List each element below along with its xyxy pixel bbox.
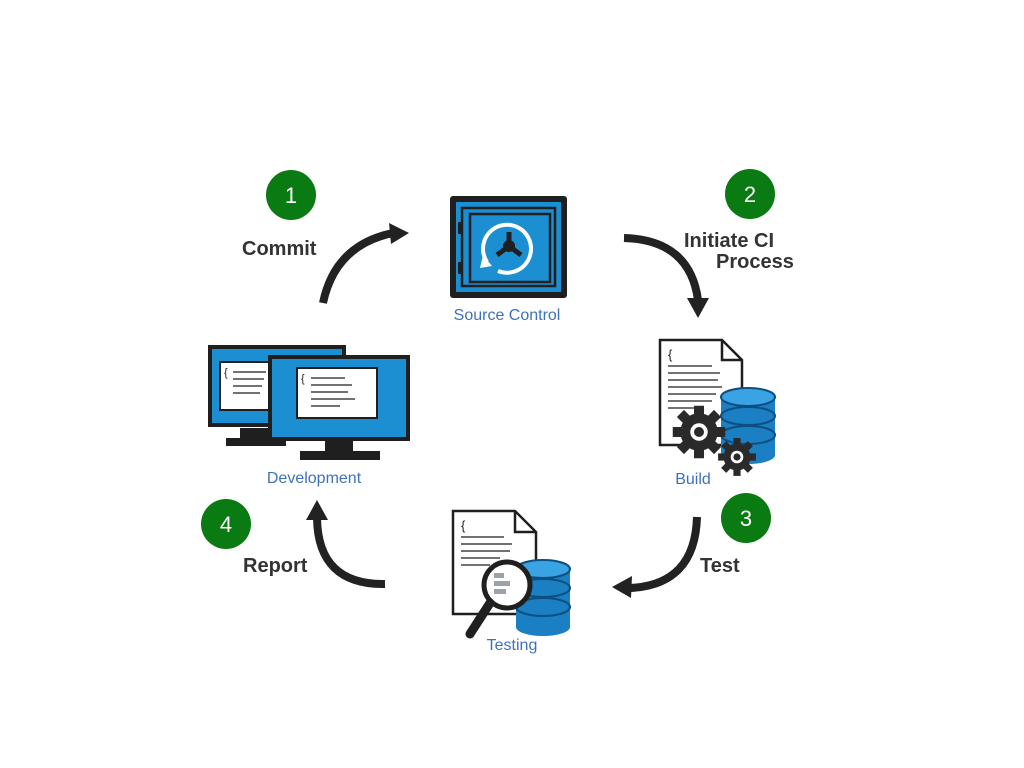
arrow-commit xyxy=(319,223,409,304)
dual-monitor-code-icon: { { xyxy=(208,345,410,460)
document-gears-database-icon: { xyxy=(658,338,776,476)
step-1-label: Commit xyxy=(242,238,317,260)
step-3-label: Test xyxy=(700,555,740,577)
svg-text:{: { xyxy=(461,518,466,533)
step-1-badge: 1 xyxy=(266,170,316,220)
arrow-test xyxy=(612,516,701,598)
svg-text:{: { xyxy=(224,367,228,379)
document-magnifier-database-icon: { xyxy=(451,509,571,639)
step-2-label-line2: Process xyxy=(716,251,794,273)
testing-node: { Testing xyxy=(451,509,571,654)
step-2-number: 2 xyxy=(744,182,756,207)
vault-icon xyxy=(450,196,567,298)
step-4-badge: 4 xyxy=(201,499,251,549)
development-label: Development xyxy=(267,470,362,487)
step-3-badge: 3 xyxy=(721,493,771,543)
step-2-badge: 2 xyxy=(725,169,775,219)
arrow-report xyxy=(306,500,386,589)
build-node: { Build xyxy=(658,338,776,488)
step-4-number: 4 xyxy=(220,512,232,537)
source-control-node: Source Control xyxy=(450,196,567,324)
source-control-label: Source Control xyxy=(454,307,561,324)
step-2-label-line1: Initiate CI xyxy=(684,230,774,252)
development-node: { { Development xyxy=(208,345,410,487)
build-label: Build xyxy=(675,471,711,488)
testing-label: Testing xyxy=(487,637,538,654)
step-1-number: 1 xyxy=(285,183,297,208)
svg-text:{: { xyxy=(301,373,305,385)
step-4-label: Report xyxy=(243,555,308,577)
svg-text:{: { xyxy=(668,347,673,362)
arrow-initiate-ci xyxy=(623,234,709,318)
step-3-number: 3 xyxy=(740,506,752,531)
